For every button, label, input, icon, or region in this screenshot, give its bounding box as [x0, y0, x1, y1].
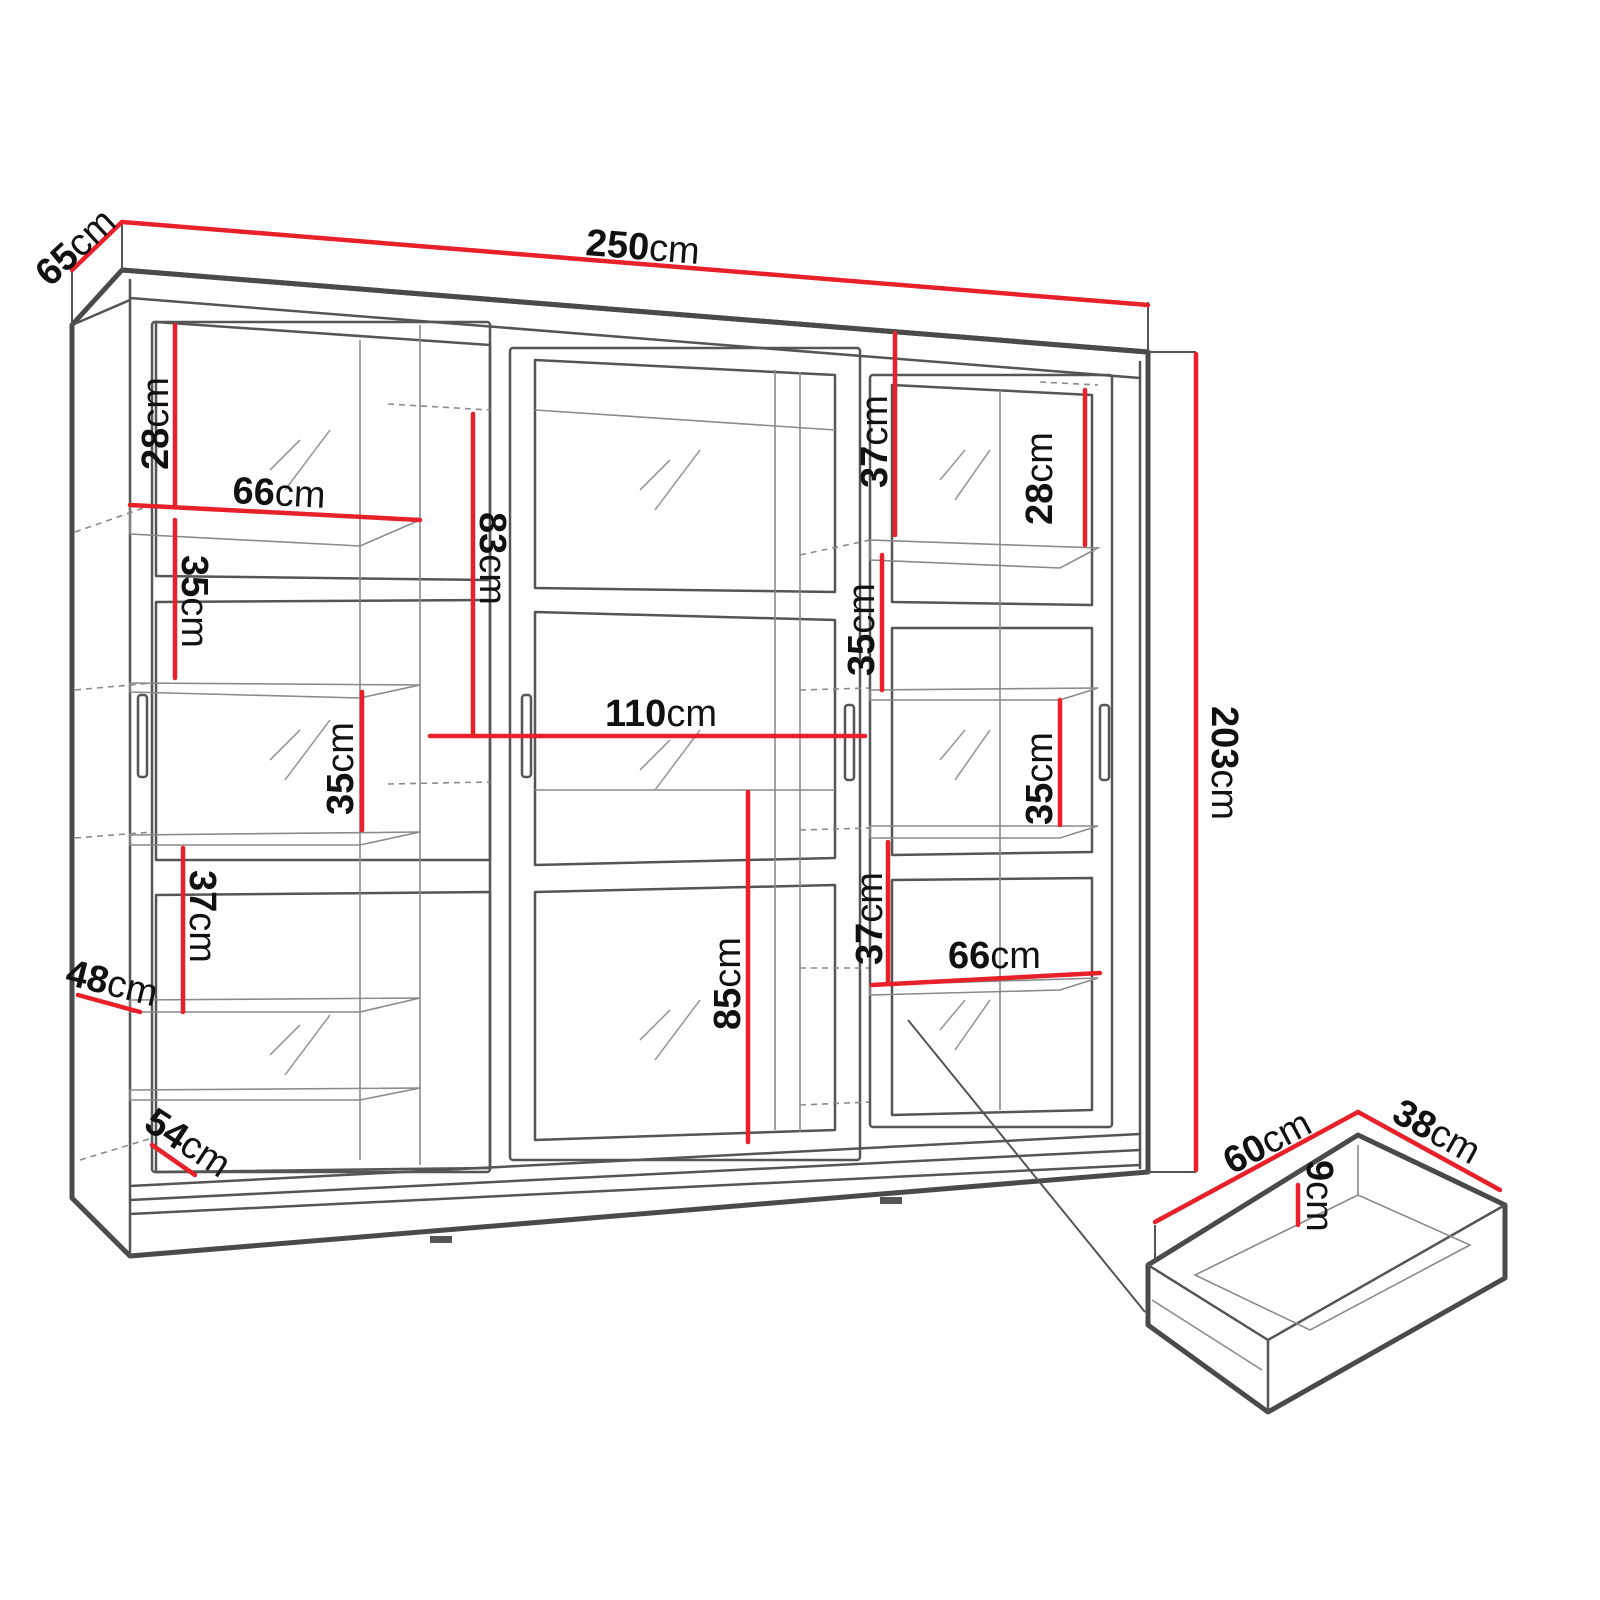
- left-shelf-width-label: 66cm: [232, 470, 327, 517]
- middle-glare-1-icon: [639, 449, 701, 511]
- left-panel-upper: [154, 598, 492, 862]
- middle-dashed-1: [799, 539, 871, 556]
- middle-lower-label: 85cm: [707, 937, 749, 1030]
- middle-door-frame: [508, 346, 862, 1162]
- left-dashed-shelf-3: [74, 831, 153, 839]
- right-mid-35-label: 35cm: [1019, 732, 1061, 825]
- left-shelf-4: [129, 997, 421, 1013]
- right-shelf-2: [869, 687, 1099, 701]
- middle-panel-low: [533, 883, 837, 1142]
- middle-upper-label: 83cm: [471, 512, 513, 605]
- right-shelf-1: [869, 539, 1102, 569]
- right-door-handle-icon: [1098, 703, 1111, 782]
- left-glare-3-icon: [269, 1014, 331, 1076]
- right-shelf-width-dim-line: [869, 970, 1103, 988]
- right-shelf-3: [869, 825, 1099, 839]
- right-door: [868, 373, 1114, 1129]
- drawer-top-rim-right: [1266, 1203, 1507, 1342]
- height-label: 203cm: [1203, 706, 1245, 820]
- middle-door: [508, 346, 871, 1162]
- left-dashed-shelf-2: [74, 682, 153, 691]
- drawer-depth-dim-line: [1355, 1109, 1503, 1193]
- left-bottom-depth-dim-line: [149, 1142, 198, 1178]
- right-panel-top: [890, 383, 1094, 607]
- right-lower-37-label: 37cm: [849, 872, 891, 965]
- right-top-37-label: 37cm: [854, 395, 896, 488]
- drawer-detail: [907, 1019, 1508, 1415]
- plinth-mid: [128, 1148, 1142, 1202]
- right-door-frame: [868, 373, 1114, 1129]
- drawer-width-dim-line: [1152, 1109, 1361, 1225]
- foot-right: [880, 1197, 902, 1204]
- middle-dashed-3: [799, 827, 871, 831]
- middle-shelf-1: [534, 409, 836, 431]
- middle-glare-3-icon: [639, 999, 701, 1061]
- drawer-depth-label: 38cm: [1386, 1091, 1488, 1173]
- right-shelf-4: [869, 977, 1099, 996]
- left-side-depth-dim-line: [75, 992, 143, 1015]
- left-glare-2-icon: [269, 719, 331, 781]
- dimension-labels: 250cm 65cm 203cm 28cm 66cm 35cm 35cm 37c…: [27, 200, 1487, 1231]
- foot-left: [430, 1236, 452, 1243]
- left-panel-top: [154, 320, 492, 582]
- middle-panel-top: [533, 358, 837, 594]
- top-rail: [128, 296, 1142, 380]
- width-label: 250cm: [584, 222, 701, 273]
- left-bottom-depth-label: 54cm: [137, 1100, 238, 1186]
- left-glare-1-icon: [269, 429, 331, 491]
- drawer-box: [1145, 1132, 1508, 1415]
- left-section-4-label: 37cm: [181, 870, 223, 963]
- wardrobe-outline: [69, 267, 1151, 1259]
- left-shelf-3: [129, 831, 421, 846]
- depth-dimension-line: [69, 219, 125, 273]
- left-shelf-5: [129, 1087, 421, 1101]
- middle-dashed-5: [799, 1101, 871, 1106]
- top-front-edge: [119, 267, 1151, 355]
- right-shelf-width-label: 66cm: [948, 935, 1041, 977]
- dimension-lines: [69, 219, 1503, 1262]
- drawer-leader-line: [907, 1019, 1146, 1313]
- drawer-inner-floor: [1193, 1194, 1472, 1331]
- right-panel-low: [890, 876, 1094, 1117]
- right-glare-2-icon: [939, 729, 991, 781]
- drawer-side-rail: [1151, 1299, 1263, 1371]
- right-dashed-1: [1039, 381, 1099, 386]
- right-glare-3-icon: [939, 999, 991, 1051]
- side-top-bevel: [70, 298, 132, 327]
- left-top-section-label: 28cm: [135, 377, 177, 470]
- left-shelf-width-dim-line: [127, 502, 423, 523]
- left-dashed-rail-2: [387, 781, 491, 785]
- middle-panel-mid: [533, 610, 837, 867]
- left-dashed-shelf-4: [79, 1137, 153, 1161]
- right-panel-mid: [890, 626, 1094, 857]
- left-door: [74, 320, 492, 1174]
- drawer-top-rim-left: [1146, 1263, 1270, 1342]
- drawer-height-label: 9cm: [1298, 1160, 1340, 1232]
- left-section-2-label: 35cm: [173, 555, 215, 648]
- left-door-handle-icon: [136, 693, 149, 779]
- middle-dashed-2: [799, 687, 871, 691]
- plinth-low: [128, 1163, 1142, 1216]
- left-side-depth-label: 48cm: [62, 952, 162, 1015]
- left-dashed-rail: [387, 403, 491, 411]
- right-section-35-label: 35cm: [841, 583, 883, 676]
- width-dimension-line: [119, 219, 1151, 308]
- middle-rail-width-label: 110cm: [605, 693, 717, 735]
- left-panel-lower: [154, 890, 492, 1174]
- right-top-28-label: 28cm: [1019, 432, 1061, 525]
- left-dashed-shelf-1: [74, 504, 153, 533]
- wardrobe-body: [69, 267, 1151, 1259]
- left-shelf-2: [129, 682, 421, 699]
- middle-door-handle-right-icon: [843, 703, 856, 782]
- middle-glare-2-icon: [639, 729, 701, 791]
- left-section-3-label: 35cm: [320, 722, 362, 815]
- right-glare-1-icon: [939, 449, 991, 501]
